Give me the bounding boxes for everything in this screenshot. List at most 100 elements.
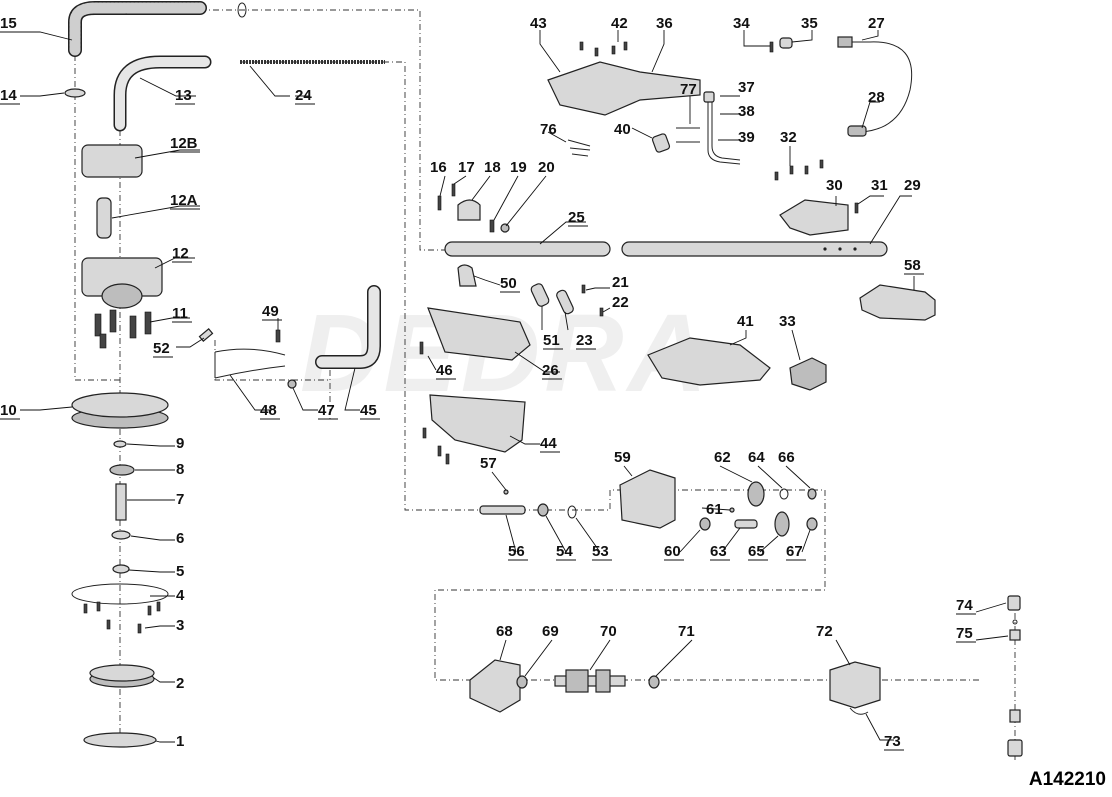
callout-51: 51 <box>543 332 560 349</box>
screw-34-part <box>769 41 774 53</box>
callout-77: 77 <box>680 81 697 98</box>
screw-49-part <box>275 329 281 343</box>
knob-33-part <box>789 357 827 391</box>
callout-67: 67 <box>786 543 803 560</box>
nut-47-part <box>287 379 297 389</box>
threaded-pin-part <box>115 483 127 521</box>
part-75 <box>1009 619 1021 641</box>
cable-39-part <box>707 102 741 165</box>
screws-42-43 <box>579 41 628 57</box>
callout-6: 6 <box>176 530 184 547</box>
part-74 <box>1007 595 1021 611</box>
callout-13: 13 <box>175 87 192 104</box>
screw-19-part <box>489 219 495 233</box>
elbow-45-part <box>315 285 381 369</box>
callout-45: 45 <box>360 402 377 419</box>
callout-21: 21 <box>612 274 629 291</box>
motor-cover-41-part <box>647 337 771 386</box>
callout-58: 58 <box>904 257 921 274</box>
clamp-30-part <box>779 199 849 236</box>
callout-76: 76 <box>540 121 557 138</box>
clamp-18-part <box>457 199 481 221</box>
screws-32 <box>774 159 824 181</box>
callout-66: 66 <box>778 449 795 466</box>
callout-56: 56 <box>508 543 525 560</box>
pad-2-part <box>89 664 155 688</box>
callout-39: 39 <box>738 129 755 146</box>
handle-head-36-part <box>547 61 701 116</box>
callout-25: 25 <box>568 209 585 226</box>
callout-32: 32 <box>780 129 797 146</box>
stator-72-part <box>829 661 881 709</box>
middle-assembly <box>198 183 604 465</box>
washer-6-part <box>111 530 131 540</box>
power-cord-part <box>838 41 913 133</box>
part-37 <box>703 91 715 103</box>
left-assembly <box>64 0 385 748</box>
callout-48: 48 <box>260 402 277 419</box>
callout-8: 8 <box>176 461 184 478</box>
callout-71: 71 <box>678 623 695 640</box>
clamp-35-part <box>779 37 793 49</box>
callout-61: 61 <box>706 501 723 518</box>
washer-5-part <box>112 564 130 574</box>
callout-60: 60 <box>664 543 681 560</box>
handle-housing-26-part <box>427 307 531 361</box>
callout-38: 38 <box>738 103 755 120</box>
motor-housing-68-part <box>469 659 521 713</box>
gearbox-assembly <box>479 469 818 537</box>
tube-29-part <box>621 241 888 257</box>
ring-plate-part <box>71 583 169 605</box>
plug-40-part <box>651 133 671 153</box>
callout-5: 5 <box>176 563 184 580</box>
washer-9-part <box>113 440 127 448</box>
callout-2: 2 <box>176 675 184 692</box>
part-callouts: 15 14 13 24 12B 12A 12 11 52 10 9 8 7 6 … <box>0 15 973 750</box>
gear-housing-59-part <box>619 469 676 529</box>
callout-52: 52 <box>153 340 170 357</box>
corrugated-hose-part <box>68 0 247 57</box>
callout-3: 3 <box>176 617 184 634</box>
callout-64: 64 <box>748 449 765 466</box>
callout-73: 73 <box>884 733 901 750</box>
callout-19: 19 <box>510 159 527 176</box>
callout-4: 4 <box>176 587 185 604</box>
callout-30: 30 <box>826 177 843 194</box>
callout-11: 11 <box>172 305 188 322</box>
shaft-63-part <box>734 519 758 529</box>
callout-9: 9 <box>176 435 184 452</box>
callout-43: 43 <box>530 15 547 32</box>
callout-44: 44 <box>540 435 557 452</box>
part-57 <box>503 489 509 495</box>
callout-1: 1 <box>176 733 184 750</box>
clip-23-part <box>556 289 574 315</box>
springs-part <box>94 309 152 349</box>
screws-3-part <box>83 601 161 634</box>
callout-35: 35 <box>801 15 818 32</box>
callout-53: 53 <box>592 543 609 560</box>
part-61 <box>729 507 735 513</box>
callout-18: 18 <box>484 159 501 176</box>
callout-36: 36 <box>656 15 673 32</box>
callout-31: 31 <box>871 177 888 194</box>
clip-51-part <box>530 283 550 307</box>
callout-28: 28 <box>868 89 885 106</box>
sanding-disc-part <box>83 732 157 748</box>
cord-sleeve-28-part <box>847 125 867 137</box>
screw-17-part <box>451 183 456 197</box>
callout-17: 17 <box>458 159 475 176</box>
callout-15: 15 <box>0 15 17 32</box>
callout-33: 33 <box>779 313 796 330</box>
callout-41: 41 <box>737 313 754 330</box>
callout-69: 69 <box>542 623 559 640</box>
top-right-assembly <box>547 36 913 236</box>
bearing-54-part <box>537 503 549 517</box>
callout-7: 7 <box>176 491 184 508</box>
wire-76-part <box>567 139 591 157</box>
callout-12: 12 <box>172 245 189 262</box>
washer-8-part <box>109 464 135 476</box>
callout-65: 65 <box>748 543 765 560</box>
screws-housing <box>419 284 604 465</box>
callout-37: 37 <box>738 79 755 96</box>
